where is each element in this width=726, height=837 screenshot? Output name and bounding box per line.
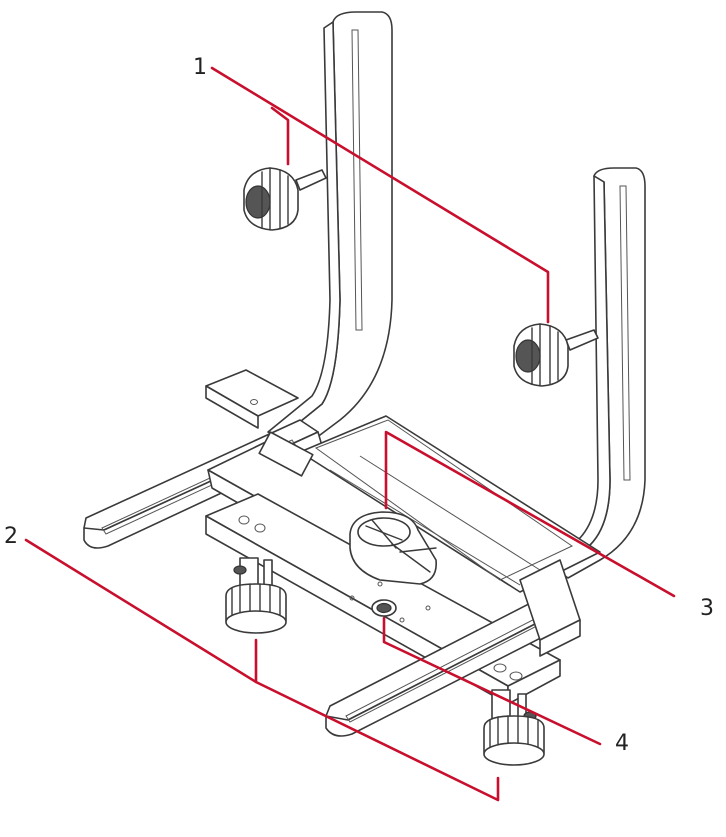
center-screw-hole: [371, 599, 397, 617]
center-clamp: [349, 511, 437, 585]
upper-knob-right: [513, 323, 599, 387]
lower-knob-left: [225, 557, 287, 634]
left-vertical-arm: [267, 11, 393, 451]
callout-leaders: [24, 66, 676, 802]
leader-line-3: [384, 430, 676, 598]
leader-line-2: [24, 538, 500, 802]
callout-label-2: 2: [4, 524, 18, 549]
upper-knob-left: [243, 167, 327, 231]
rear-flange: [205, 369, 299, 429]
callout-label-1: 1: [193, 55, 207, 80]
leader-line-1: [210, 66, 550, 324]
lower-knob-right: [483, 689, 545, 766]
leader-line-4: [382, 616, 602, 746]
callout-label-4: 4: [615, 731, 629, 756]
callout-label-3: 3: [700, 596, 714, 621]
front-flange: [519, 559, 581, 657]
